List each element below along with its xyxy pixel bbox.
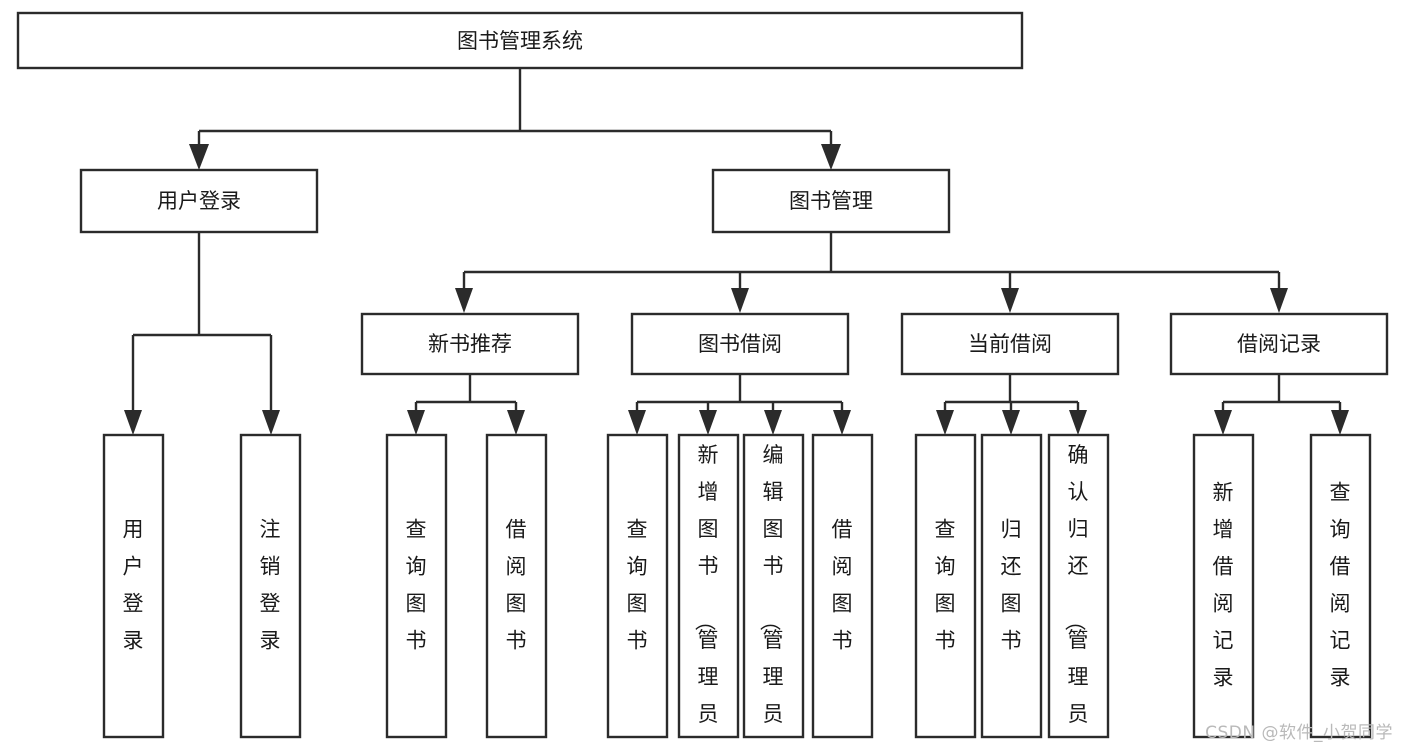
node-leaf-query-book-3[interactable]: 查询图书 [914,433,977,739]
node-new-book-recommend-label: 新书推荐 [428,332,512,356]
node-current-borrow[interactable]: 当前借阅 [900,312,1120,376]
arrowhead-new-book-recommend [455,288,473,313]
node-borrow-record-box[interactable] [1169,312,1389,376]
node-leaf-user-login-box[interactable] [102,433,165,739]
connector-group-borrow-record-to-leaves [1214,374,1349,435]
node-book-manage-box[interactable] [711,168,951,234]
node-leaf-return-book[interactable]: 归还图书 [980,433,1043,739]
node-book-borrow-label: 图书借阅 [698,332,782,356]
node-leaf-borrow-book-2[interactable]: 借阅图书 [811,433,874,739]
node-current-borrow-label: 当前借阅 [968,332,1052,356]
node-book-borrow-box[interactable] [630,312,850,376]
connector-group-book-manage-to-level3 [455,232,1288,313]
connector-group-user-login-to-leaves [124,232,280,435]
node-leaf-query-book-1-label: 查询图书 [406,518,427,653]
node-root-label: 图书管理系统 [457,29,583,53]
arrowhead-leaf-borrow-book-2 [833,410,851,435]
node-leaf-confirm-return-label: 确认归还（管理员） [1063,443,1089,747]
node-leaf-add-book-label: 新增图书（管理员） [693,443,719,747]
arrowhead-leaf-add-book [699,410,717,435]
node-user-login[interactable]: 用户登录 [79,168,319,234]
node-leaf-query-book-2-label: 查询图书 [627,518,648,653]
node-leaf-borrow-book-1-box[interactable] [485,433,548,739]
arrowhead-leaf-query-book-1 [407,410,425,435]
node-leaf-add-book-box[interactable] [677,433,740,739]
node-borrow-record[interactable]: 借阅记录 [1169,312,1389,376]
node-leaf-query-book-2[interactable]: 查询图书 [606,433,669,739]
node-leaf-add-book[interactable]: 新增图书（管理员） [677,433,740,747]
node-leaf-return-book-box[interactable] [980,433,1043,739]
arrowhead-user-login [189,144,209,170]
node-book-manage-label: 图书管理 [789,189,873,213]
node-leaf-user-login[interactable]: 用户登录 [102,433,165,739]
node-leaf-borrow-book-1[interactable]: 借阅图书 [485,433,548,739]
arrowhead-leaf-confirm-return [1069,410,1087,435]
arrowhead-book-borrow [731,288,749,313]
node-leaf-query-record-label: 查询借阅记录 [1330,481,1351,690]
node-leaf-query-book-3-label: 查询图书 [935,518,956,653]
node-leaf-confirm-return-box[interactable] [1047,433,1110,739]
connector-group-root-to-level2 [189,68,841,170]
arrowhead-leaf-add-record [1214,410,1232,435]
node-leaf-query-book-2-box[interactable] [606,433,669,739]
arrowhead-leaf-query-record [1331,410,1349,435]
node-leaf-user-logout-box[interactable] [239,433,302,739]
node-leaf-add-record[interactable]: 新增借阅记录 [1192,433,1255,739]
csdn-watermark: CSDN @软件_小贺同学 [1205,723,1393,743]
arrowhead-leaf-user-logout [262,410,280,435]
node-leaf-query-book-3-box[interactable] [914,433,977,739]
node-borrow-record-label: 借阅记录 [1237,332,1321,356]
node-leaf-return-book-label: 归还图书 [1001,518,1022,653]
node-leaf-user-login-label: 用户登录 [123,518,144,653]
node-current-borrow-box[interactable] [900,312,1120,376]
node-leaf-confirm-return[interactable]: 确认归还（管理员） [1047,433,1110,747]
node-leaf-user-logout-label: 注销登录 [260,518,281,653]
node-new-book-recommend[interactable]: 新书推荐 [360,312,580,376]
connector-group-book-borrow-to-leaves [628,374,851,435]
node-leaf-borrow-book-1-label: 借阅图书 [506,518,527,653]
arrowhead-leaf-query-book-2 [628,410,646,435]
node-leaf-user-logout[interactable]: 注销登录 [239,433,302,739]
node-leaf-add-record-box[interactable] [1192,433,1255,739]
arrowhead-leaf-query-book-3 [936,410,954,435]
arrowhead-leaf-edit-book [764,410,782,435]
arrowhead-leaf-return-book [1002,410,1020,435]
node-leaf-add-record-label: 新增借阅记录 [1213,481,1234,690]
arrowhead-leaf-borrow-book-1 [507,410,525,435]
arrowhead-leaf-user-login [124,410,142,435]
node-leaf-borrow-book-2-box[interactable] [811,433,874,739]
node-leaf-query-book-1[interactable]: 查询图书 [385,433,448,739]
node-new-book-recommend-box[interactable] [360,312,580,376]
node-book-borrow[interactable]: 图书借阅 [630,312,850,376]
node-user-login-label: 用户登录 [157,189,241,213]
arrowhead-book-manage [821,144,841,170]
node-user-login-box[interactable] [79,168,319,234]
arrowhead-borrow-record [1270,288,1288,313]
node-root[interactable]: 图书管理系统 [16,11,1024,70]
node-leaf-edit-book-label: 编辑图书（管理员） [758,443,784,747]
node-leaf-edit-book-box[interactable] [742,433,805,739]
connector-group-current-borrow-to-leaves [936,374,1087,435]
node-book-manage[interactable]: 图书管理 [711,168,951,234]
node-leaf-edit-book[interactable]: 编辑图书（管理员） [742,433,805,747]
node-leaf-borrow-book-2-label: 借阅图书 [832,518,853,653]
connector-group-new-book-to-leaves [407,374,525,435]
node-leaf-query-book-1-box[interactable] [385,433,448,739]
node-root-box[interactable] [16,11,1024,70]
node-leaf-query-record[interactable]: 查询借阅记录 [1309,433,1372,739]
node-leaf-query-record-box[interactable] [1309,433,1372,739]
arrowhead-current-borrow [1001,288,1019,313]
